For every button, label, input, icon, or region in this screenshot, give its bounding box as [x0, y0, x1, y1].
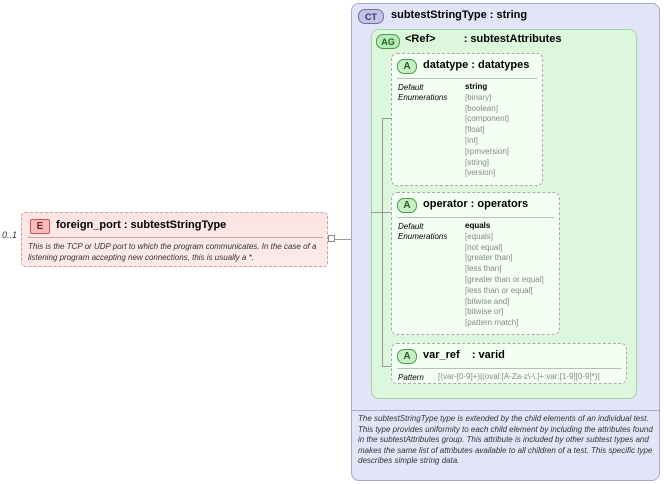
collapse-toggle-icon[interactable]: [328, 235, 335, 242]
enum-value: [less than or equal]: [465, 285, 533, 295]
attribute-icon: A: [397, 198, 417, 213]
enum-value: [bitwise or]: [465, 307, 504, 317]
tree-connector: [382, 366, 391, 367]
attribute-divider: [397, 78, 537, 79]
attribute-type: : varid: [471, 349, 505, 361]
enum-value: [binary]: [465, 92, 492, 102]
default-value: equals: [465, 221, 491, 230]
element-foreign-port[interactable]: E foreign_port : subtestStringType This …: [21, 212, 328, 267]
enum-value: [string]: [465, 157, 490, 167]
default-value: string: [465, 82, 488, 91]
attribute-name: var_ref: [423, 349, 460, 361]
attribute-datatype[interactable]: A datatype : datatypes Default Enumerati…: [391, 53, 543, 186]
attribute-group-name: : subtestAttributes: [463, 33, 562, 45]
element-icon: E: [30, 219, 50, 234]
occurrence-label: 0..1: [2, 230, 18, 240]
attribute-var-ref[interactable]: A var_ref : varid Pattern [(var-[0-9]+)|…: [391, 343, 627, 384]
element-title: foreign_port : subtestStringType: [56, 219, 227, 231]
attribute-icon: A: [397, 59, 417, 74]
element-divider: [28, 237, 323, 238]
enum-value: [greater than or equal]: [465, 274, 544, 284]
attribute-icon: A: [397, 349, 417, 364]
tree-connector: [371, 212, 382, 213]
attribute-divider: [397, 368, 621, 369]
enum-value: [boolean]: [465, 103, 498, 113]
element-documentation: This is the TCP or UDP port to which the…: [28, 242, 317, 262]
complex-type-divider: [352, 410, 659, 411]
attribute-group-title: <Ref> : subtestAttributes: [405, 33, 561, 45]
attribute-title: var_ref : varid: [423, 349, 505, 361]
enum-value: [greater than]: [465, 253, 513, 263]
complex-type-documentation: The subtestStringType type is extended b…: [358, 414, 653, 465]
enum-value: [component]: [465, 114, 510, 124]
attribute-title: operator : operators: [423, 198, 529, 210]
complex-type-icon: CT: [358, 9, 384, 24]
tree-connector: [382, 212, 391, 213]
enumerations-label: Enumerations: [398, 93, 448, 102]
enum-value: [version]: [465, 168, 496, 178]
attribute-group-ref: <Ref>: [405, 33, 436, 45]
complex-type-title: subtestStringType : string: [391, 9, 528, 21]
attribute-title: datatype : datatypes: [423, 59, 530, 71]
pattern-value: [(var-[0-9]+)|(oval:[A-Za-z\-\.]+:var:[1…: [438, 372, 600, 381]
attribute-operator[interactable]: A operator : operators Default Enumerati…: [391, 192, 560, 335]
enum-value: [less than]: [465, 264, 502, 274]
enumeration-values: string [binary] [boolean] [component] [f…: [465, 82, 509, 179]
enum-value: [bitwise and]: [465, 296, 510, 306]
attribute-divider: [397, 217, 554, 218]
tree-connector: [382, 118, 383, 366]
default-label: Default: [398, 83, 424, 92]
pattern-label: Pattern: [398, 373, 424, 382]
enum-value: [not equal]: [465, 242, 503, 252]
enum-value: [int]: [465, 135, 478, 145]
enum-value: [float]: [465, 125, 485, 135]
enum-value: [equals]: [465, 231, 494, 241]
attribute-group-icon: AG: [376, 34, 400, 49]
enum-value: [pattern match]: [465, 318, 519, 328]
tree-connector: [382, 118, 391, 119]
enum-value: [rpmversion]: [465, 146, 510, 156]
enumeration-values: equals [equals] [not equal] [greater tha…: [465, 221, 544, 329]
default-label: Default: [398, 222, 424, 231]
enumerations-label: Enumerations: [398, 232, 448, 241]
connector-line: [328, 239, 351, 240]
